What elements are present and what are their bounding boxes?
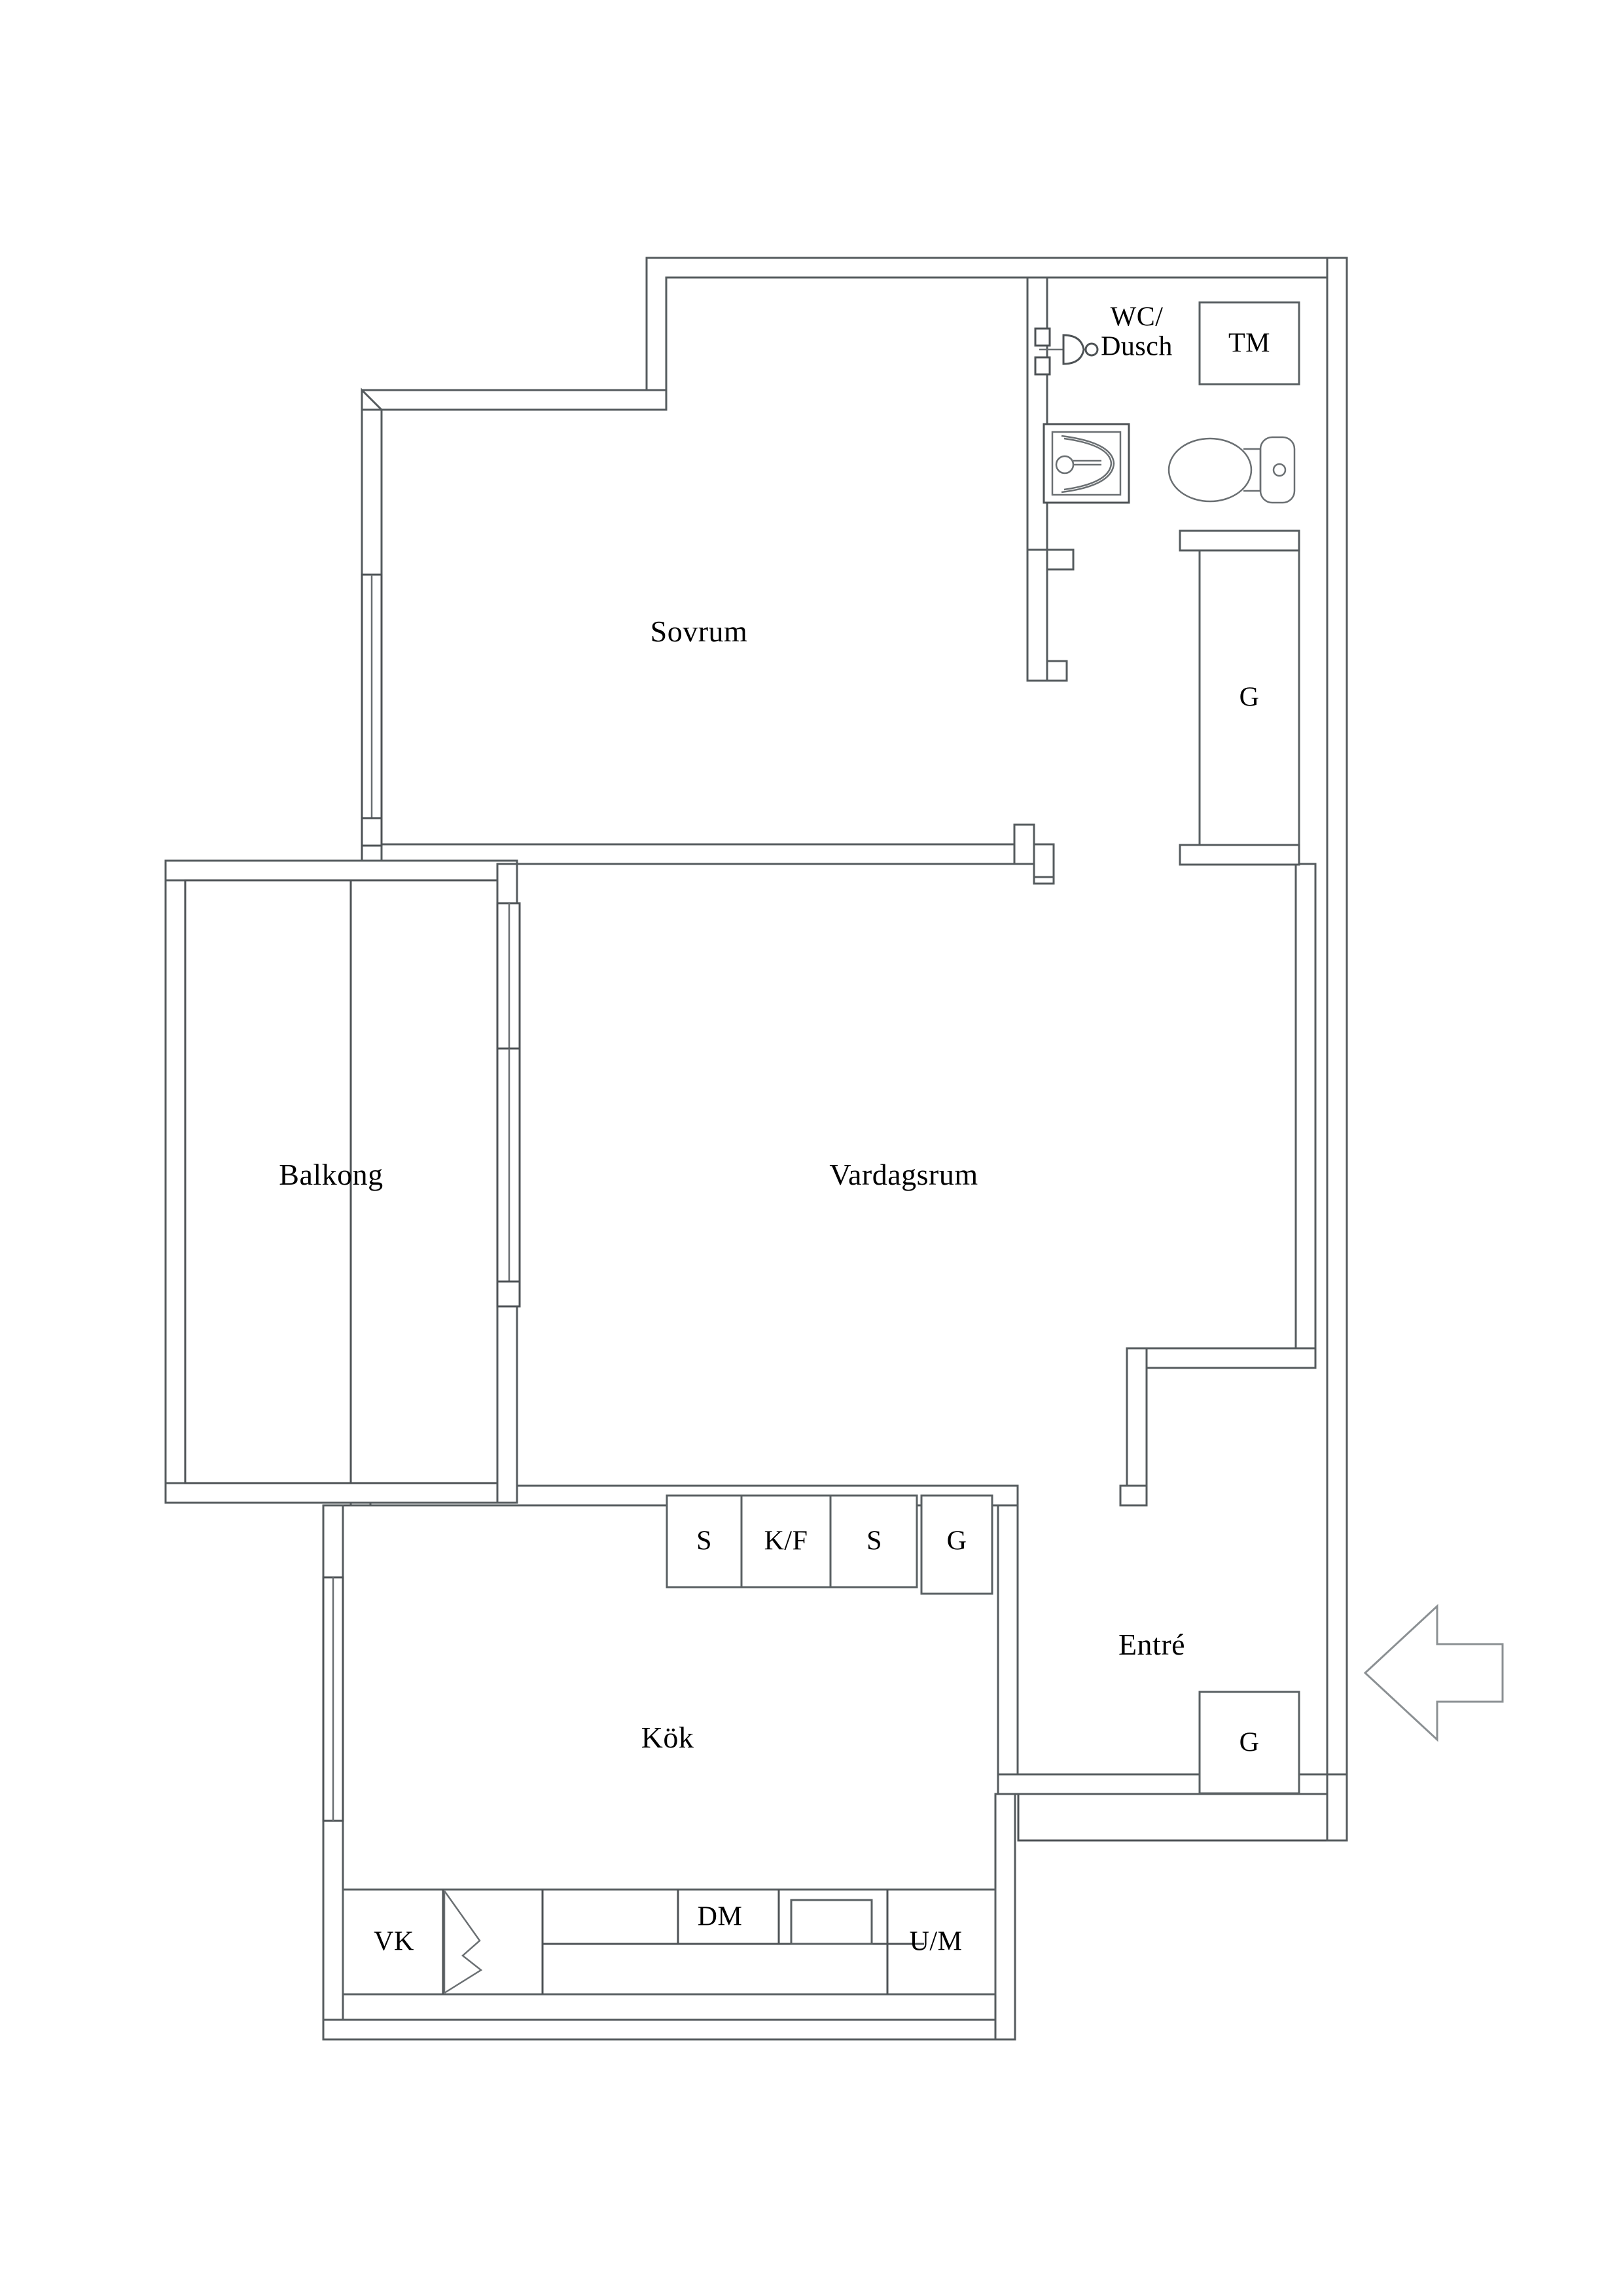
window-kitchen-west <box>322 1576 344 1822</box>
fixture-label-fridge: K/F <box>764 1526 808 1556</box>
fixture-label-stove-right: S <box>866 1526 882 1556</box>
fixture-label-tm: TM <box>1228 328 1270 359</box>
kitchen-appliance-row <box>666 1494 993 1595</box>
room-label-balkong: Balkong <box>279 1158 383 1192</box>
room-label-kok: Kök <box>641 1721 694 1755</box>
appliance-box-tm <box>1198 301 1300 386</box>
fixture-label-vk: VK <box>374 1926 414 1957</box>
entrance-arrow-icon <box>1363 1604 1504 1742</box>
toilet-icon <box>1168 436 1296 504</box>
closet-box-hall <box>1198 549 1300 846</box>
balcony-door-assembly <box>496 902 521 1308</box>
washbasin-icon <box>1043 423 1130 504</box>
fixture-label-closet-hall: G <box>1239 682 1260 713</box>
fixture-label-stove-left: S <box>696 1526 712 1556</box>
shower-head-icon <box>1034 327 1099 376</box>
room-label-wc-dusch: WC/Dusch <box>1101 302 1173 362</box>
room-label-sovrum: Sovrum <box>650 615 748 649</box>
room-label-entre: Entré <box>1118 1628 1186 1662</box>
fixture-label-um: U/M <box>909 1926 963 1957</box>
kitchen-counter-run <box>342 1888 997 1996</box>
fixture-label-dm: DM <box>697 1901 743 1932</box>
window-bedroom-west <box>361 573 383 847</box>
room-label-vardagsrum: Vardagsrum <box>829 1158 978 1192</box>
fixture-label-closet-entre: G <box>1239 1727 1260 1758</box>
fixture-label-closet-kok: G <box>946 1526 967 1556</box>
closet-box-entre <box>1198 1691 1300 1795</box>
